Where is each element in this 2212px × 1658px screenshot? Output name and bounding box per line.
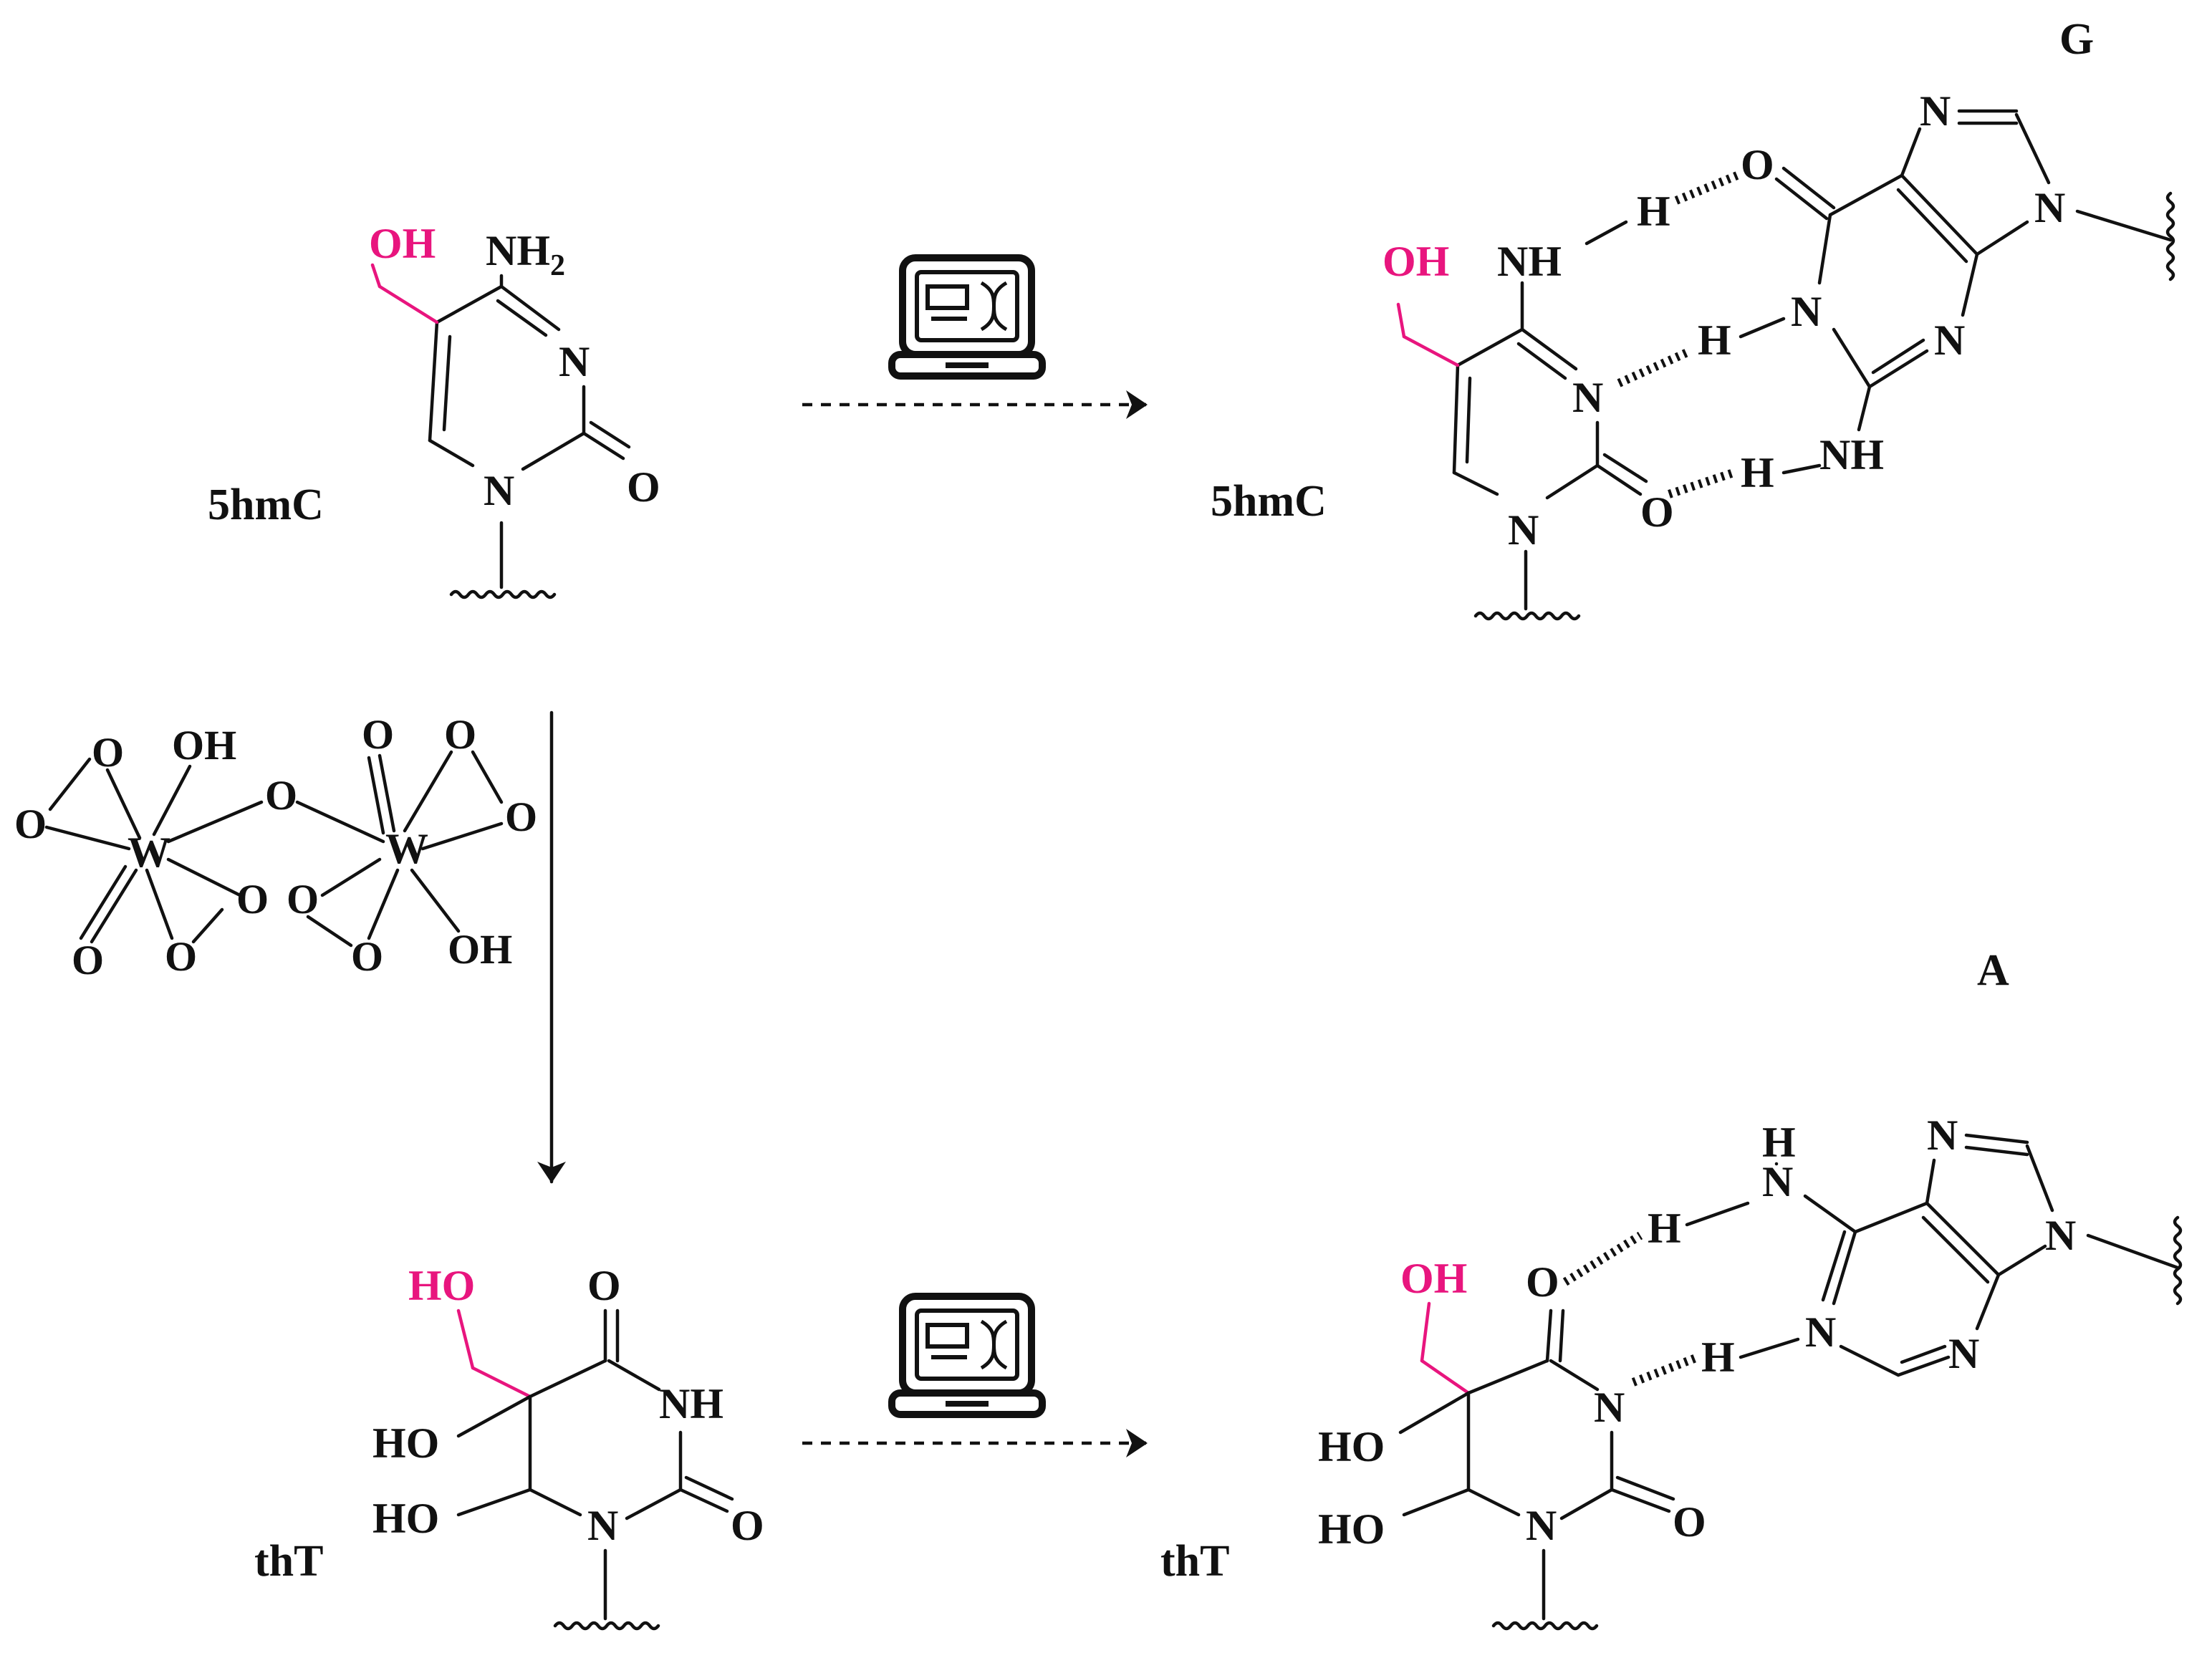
n1-label-4: N: [1526, 1502, 1557, 1549]
molecule-tht-left: HO O NH O N HO HO thT: [254, 1262, 764, 1631]
molecule-5hmc-g-pair: 5hmC G OH NH N O N H H H O: [1211, 15, 2175, 621]
n1-label-2: N: [1508, 506, 1539, 554]
nh-label: NH: [1497, 238, 1562, 285]
n1-label: N: [484, 467, 514, 514]
ho-label-4: HO: [1318, 1505, 1385, 1553]
o-i: O: [287, 876, 319, 922]
o4-label-2: O: [1526, 1258, 1559, 1306]
a-n9: N: [2045, 1212, 2076, 1259]
o4-label: O: [587, 1262, 621, 1309]
a-n6: N: [1762, 1158, 1793, 1205]
molecule-5hmc-left: OH NH2 N O N 5hmC: [208, 220, 660, 599]
g-n1-label: N: [1791, 288, 1822, 335]
compound-label-tht: thT: [254, 1537, 323, 1586]
laptop-dna-icon: [888, 254, 1046, 380]
compound-label: 5hmC: [208, 481, 324, 529]
n1-label-3: N: [587, 1502, 618, 1549]
a-base-label: A: [1977, 946, 2009, 995]
o-a: O: [92, 729, 124, 776]
ho-label-3: HO: [1318, 1423, 1385, 1470]
h-label-3: H: [1741, 449, 1774, 496]
o-c: O: [236, 876, 269, 922]
o-e: O: [72, 937, 104, 983]
ho-label-2: HO: [372, 1495, 439, 1542]
h-label-5: H: [1701, 1334, 1735, 1381]
g-n3-label: N: [1934, 317, 1965, 364]
g-o6-label: O: [1741, 141, 1774, 188]
o2-label-2: O: [1640, 488, 1674, 536]
n3-label-2: N: [1572, 374, 1603, 421]
g-nh-label: NH: [1819, 431, 1884, 478]
compound-label-tht-right: thT: [1160, 1537, 1229, 1586]
laptop-dna-icon: [888, 1293, 1046, 1418]
o-g: O: [444, 711, 476, 758]
o2-label-3: O: [731, 1502, 764, 1549]
o-j: O: [351, 933, 383, 980]
nh-label-2: NH: [659, 1380, 723, 1427]
ho-label-1: HO: [372, 1420, 439, 1467]
g-n7-label: N: [1920, 87, 1951, 135]
g-base-label: G: [2059, 15, 2094, 64]
oh-label-2: OH: [1382, 238, 1449, 285]
o-b: O: [14, 801, 47, 847]
oh-label: OH: [369, 220, 436, 267]
o2-label: O: [627, 463, 660, 511]
a-h-top: H: [1762, 1119, 1796, 1166]
o2-label-4: O: [1673, 1498, 1706, 1546]
g-n9-label: N: [2034, 184, 2065, 231]
a-n7: N: [1927, 1112, 1958, 1159]
a-n1: N: [1805, 1308, 1836, 1356]
o-d: O: [165, 933, 197, 980]
tungsten-peroxo-complex: W W O O OH O O O O O O O O O OH: [14, 711, 537, 983]
oh-label-pink-2: OH: [1400, 1255, 1467, 1302]
h-label-1: H: [1637, 188, 1670, 235]
molecule-tht-a-pair: A thT OH O N O N HO HO H H H N: [1160, 946, 2183, 1631]
n3-label: N: [559, 338, 590, 385]
h-label-2: H: [1698, 317, 1731, 364]
ho-label-pink: HO: [408, 1262, 475, 1309]
oh-2: OH: [448, 926, 512, 973]
o-f: O: [362, 711, 394, 758]
w1-label: W: [128, 829, 170, 876]
nh2-label: NH2: [486, 227, 565, 282]
o-h: O: [505, 794, 537, 840]
a-n3: N: [1948, 1330, 1979, 1377]
compound-label-right: 5hmC: [1211, 477, 1327, 526]
h-label-4: H: [1648, 1205, 1681, 1252]
oh-1: OH: [172, 722, 236, 768]
o-bridge: O: [265, 772, 297, 819]
n3-label-4: N: [1594, 1384, 1625, 1431]
